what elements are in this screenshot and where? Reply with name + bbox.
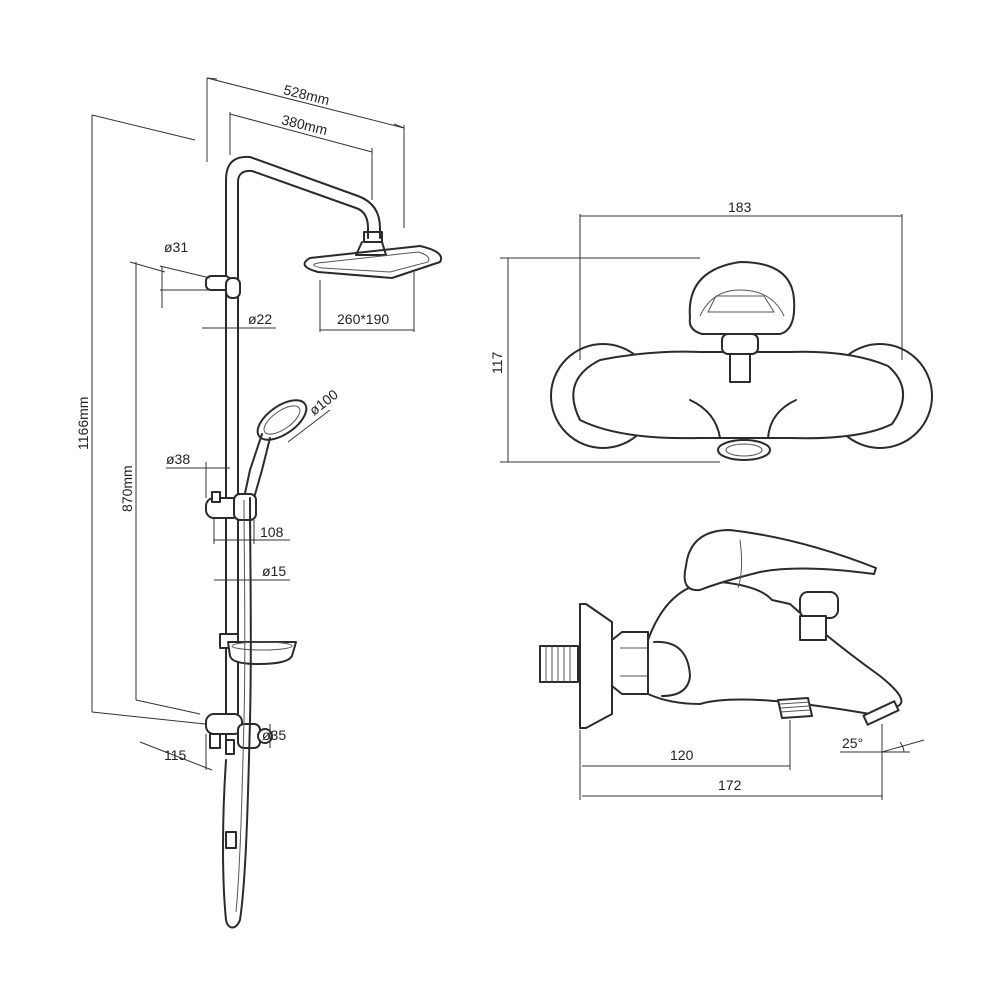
rain-shower-head xyxy=(303,245,442,279)
dim-head-size: 260*190 xyxy=(337,311,389,327)
mixer-lever-front xyxy=(688,261,796,335)
slider xyxy=(205,491,257,521)
dim-mixer-height: 117 xyxy=(489,351,505,374)
shower-system xyxy=(205,155,442,929)
hand-shower xyxy=(243,399,308,499)
dim-rail-dia: ø22 xyxy=(248,311,272,327)
diverter-knob-front xyxy=(721,333,759,355)
dim-holder-dia: ø31 xyxy=(164,239,188,255)
dim-bar-height: 870mm xyxy=(119,465,135,512)
dim-slider-dia: ø38 xyxy=(166,451,190,467)
shower-riser-pipe xyxy=(225,155,381,741)
dim-total-width: 528mm xyxy=(282,81,331,108)
dim-hose-dia: ø15 xyxy=(262,563,286,579)
upper-wall-holder xyxy=(205,275,241,299)
rain-shower-head-inner xyxy=(313,251,430,273)
mixer-front-dimensions: 183 117 xyxy=(489,199,903,463)
hose-coupling xyxy=(225,831,237,849)
shower-hose xyxy=(222,497,252,929)
dim-slider-depth: 108 xyxy=(260,524,284,540)
diverter-knob-side xyxy=(799,591,839,619)
mixer-side-view xyxy=(539,529,903,729)
hose-outlet-side xyxy=(777,697,813,719)
dim-mixer-width: 183 xyxy=(728,199,752,215)
dim-outlet-dia: ø35 xyxy=(262,727,286,743)
dim-spout-angle: 25° xyxy=(842,735,863,751)
spout-tip-side xyxy=(862,700,900,726)
dim-wall-offset: 115 xyxy=(164,747,187,763)
mixer-front-view xyxy=(550,261,933,461)
mixer-lever-side xyxy=(683,529,877,592)
dim-spout-reach: 120 xyxy=(670,747,694,763)
dim-hand-shower-dia: ø100 xyxy=(306,386,341,418)
head-neck xyxy=(355,241,387,256)
spout-aerator-front xyxy=(717,439,771,461)
soap-dish xyxy=(219,633,297,665)
dim-total-height: 1166mm xyxy=(75,397,91,450)
shower-hose-inner xyxy=(235,499,246,913)
head-connector xyxy=(363,231,383,243)
shower-riser-pipe-inner xyxy=(237,169,369,741)
mixer-side-dimensions: 120 172 25° xyxy=(579,720,925,800)
dim-total-depth: 172 xyxy=(718,777,742,793)
